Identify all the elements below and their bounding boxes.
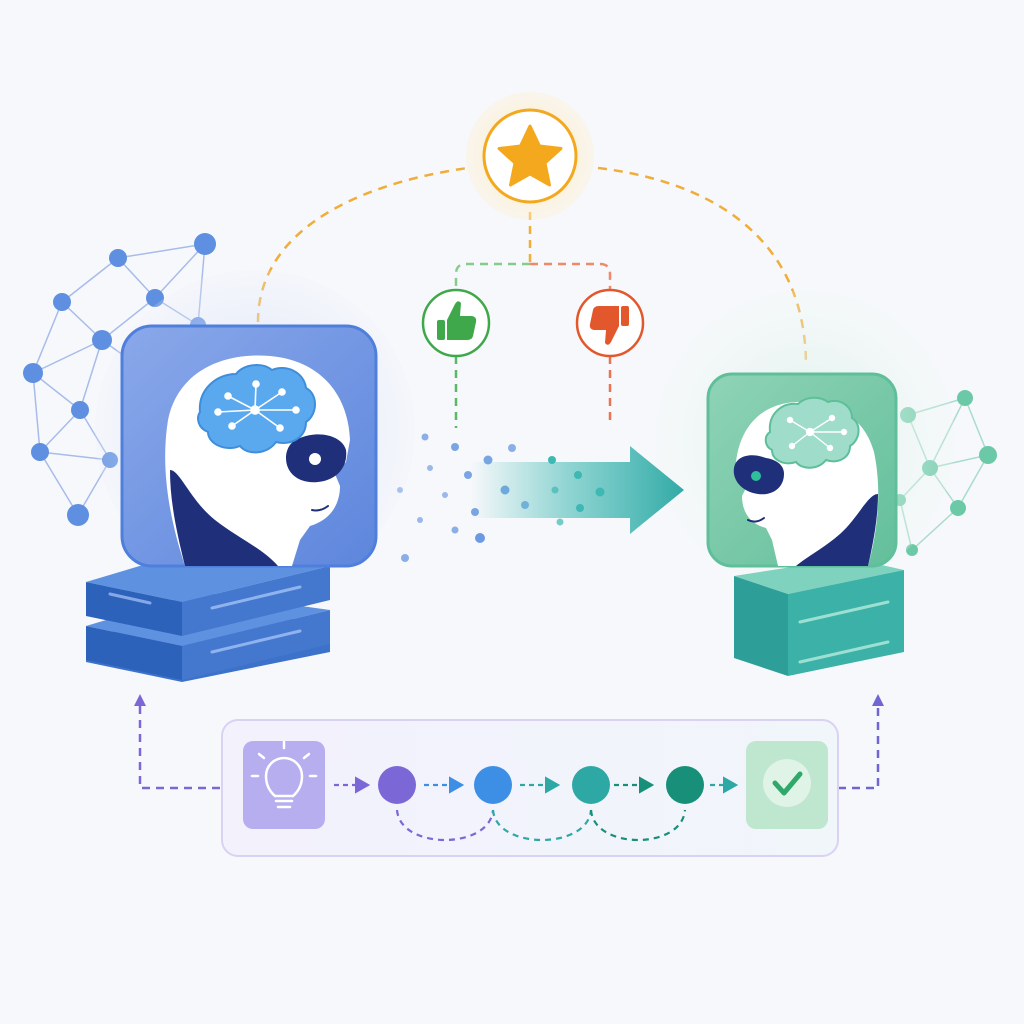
student-server-stack	[734, 558, 904, 676]
teacher-model	[120, 324, 378, 568]
checkmark-icon	[772, 771, 803, 796]
negative-feedback-node	[575, 288, 645, 358]
teacher-server-stack	[86, 548, 330, 682]
idea-step	[243, 740, 325, 829]
step-node-2	[474, 766, 512, 804]
robot-head-with-brain-icon	[165, 355, 350, 566]
pipeline-feedback-arrows	[134, 694, 884, 790]
lightbulb-icon	[250, 740, 318, 809]
star-icon	[497, 124, 563, 187]
step-loops	[395, 809, 687, 842]
step-node-3	[572, 766, 610, 804]
student-model	[706, 372, 898, 568]
thumbs-up-icon	[437, 301, 477, 340]
knowledge-transfer	[397, 433, 684, 562]
reasoning-pipeline	[221, 719, 839, 857]
reward-node	[466, 92, 594, 220]
result-step	[746, 741, 828, 829]
positive-feedback-node	[421, 288, 491, 358]
robot-head-with-brain-icon	[733, 396, 879, 566]
arrow-right-icon	[470, 446, 684, 534]
step-node-1	[378, 766, 416, 804]
thumbs-down-icon	[589, 306, 629, 345]
step-node-4	[666, 766, 704, 804]
